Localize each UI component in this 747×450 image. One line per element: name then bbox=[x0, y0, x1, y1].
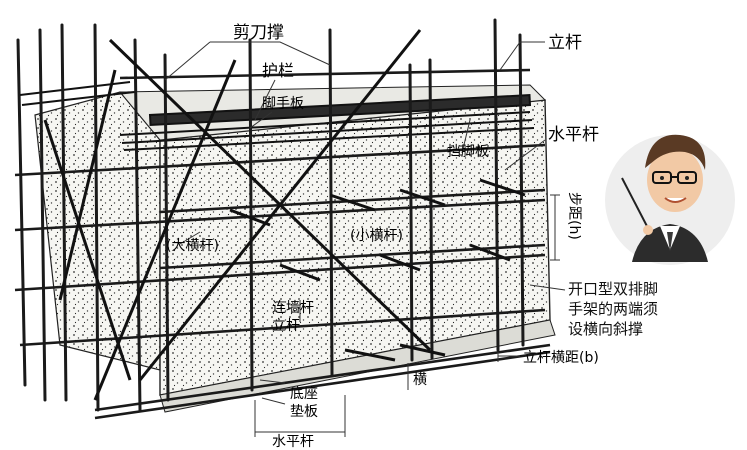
label-small-crossbar: (小横杆) bbox=[350, 228, 403, 244]
label-wall-tie: 连墙杆 bbox=[272, 300, 314, 316]
label-toe-board: 挡脚板 bbox=[447, 144, 489, 160]
label-base: 底座 bbox=[290, 386, 318, 402]
note-line: 设横向斜撑 bbox=[568, 320, 643, 338]
scaffold-board bbox=[19, 81, 535, 151]
label-upright-transverse-spacing: 立杆横距(b) bbox=[523, 350, 599, 366]
horizontal-rails bbox=[14, 68, 551, 420]
label-step-distance: 步距(h) bbox=[566, 192, 582, 240]
teacher-avatar-icon bbox=[605, 134, 735, 265]
label-scissor-brace: 剪刀撑 bbox=[233, 23, 284, 43]
label-upright-mid: 立杆 bbox=[272, 318, 300, 334]
note-line: 手架的两端须 bbox=[568, 300, 658, 318]
note-line: 开口型双排脚 bbox=[568, 280, 658, 298]
label-horizontal-bar-bottom: 水平杆 bbox=[272, 434, 314, 450]
label-pad: 垫板 bbox=[290, 404, 318, 420]
label-big-crossbar: (大横杆) bbox=[166, 238, 219, 254]
leader-lines bbox=[164, 41, 566, 437]
scissor-brace bbox=[43, 29, 432, 401]
note-text: 开口型双排脚手架的两端须设横向斜撑 bbox=[568, 280, 658, 338]
small-crossbars bbox=[229, 178, 526, 362]
label-transverse: 横 bbox=[413, 372, 427, 388]
label-guardrail: 护栏 bbox=[262, 61, 294, 80]
side-note: 开口型双排脚手架的两端须设横向斜撑 bbox=[568, 280, 658, 338]
label-upright-top: 立杆 bbox=[548, 33, 582, 53]
label-horizontal-bar-right: 水平杆 bbox=[548, 125, 599, 145]
label-scaffold-board: 脚手板 bbox=[262, 96, 304, 112]
